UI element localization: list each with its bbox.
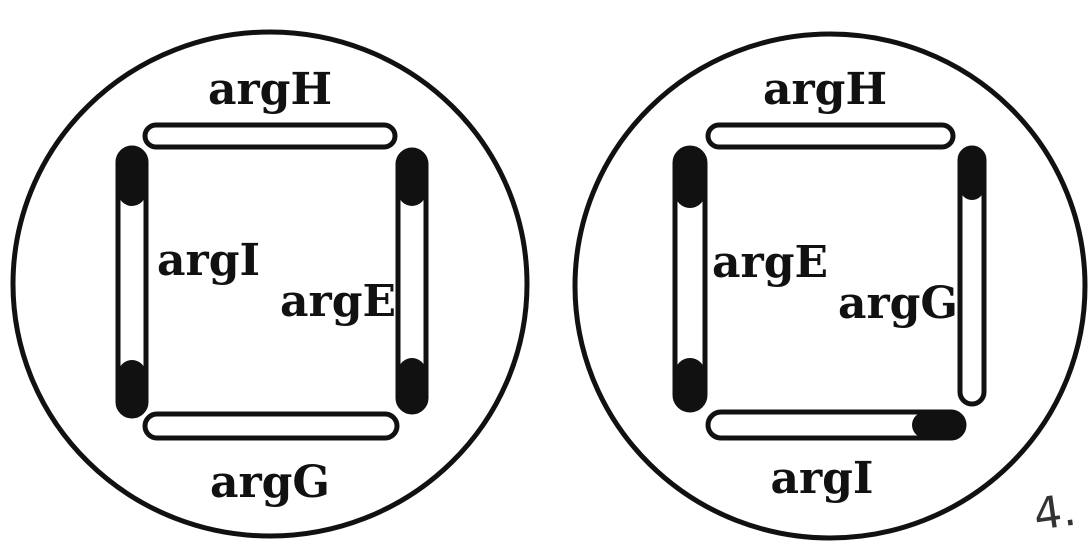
streak-left-argE <box>675 148 705 410</box>
label-right: argE <box>280 276 396 327</box>
label-top: argH <box>763 64 887 115</box>
streak-bottom-argI <box>708 412 964 438</box>
growth-right-bottom <box>398 358 426 412</box>
label-bottom: argG <box>210 457 330 508</box>
streak-left-argI <box>118 148 146 416</box>
streak-top-argH <box>708 125 953 147</box>
label-top: argH <box>208 64 332 115</box>
growth-right-top <box>960 148 984 200</box>
growth-right-top <box>398 150 426 206</box>
streak-top-argH <box>145 125 395 147</box>
plate-1: argH argI argE argG <box>13 32 527 536</box>
label-left: argE <box>712 237 828 288</box>
label-right: argG <box>838 278 958 329</box>
growth-left-top <box>118 148 146 206</box>
label-bottom: argI <box>770 453 873 504</box>
streak-right-argG <box>960 148 984 404</box>
growth-bottom-right <box>912 412 964 438</box>
label-left: argI <box>157 235 260 286</box>
streak-right-argE <box>398 150 426 412</box>
growth-left-top <box>675 148 705 208</box>
handwritten-annotation: 4. <box>1030 485 1079 541</box>
growth-left-bottom <box>675 358 705 410</box>
growth-left-bottom <box>118 360 146 416</box>
streak-bottom-argG <box>145 414 397 438</box>
plate-2: argH argE argG argI <box>575 34 1085 538</box>
